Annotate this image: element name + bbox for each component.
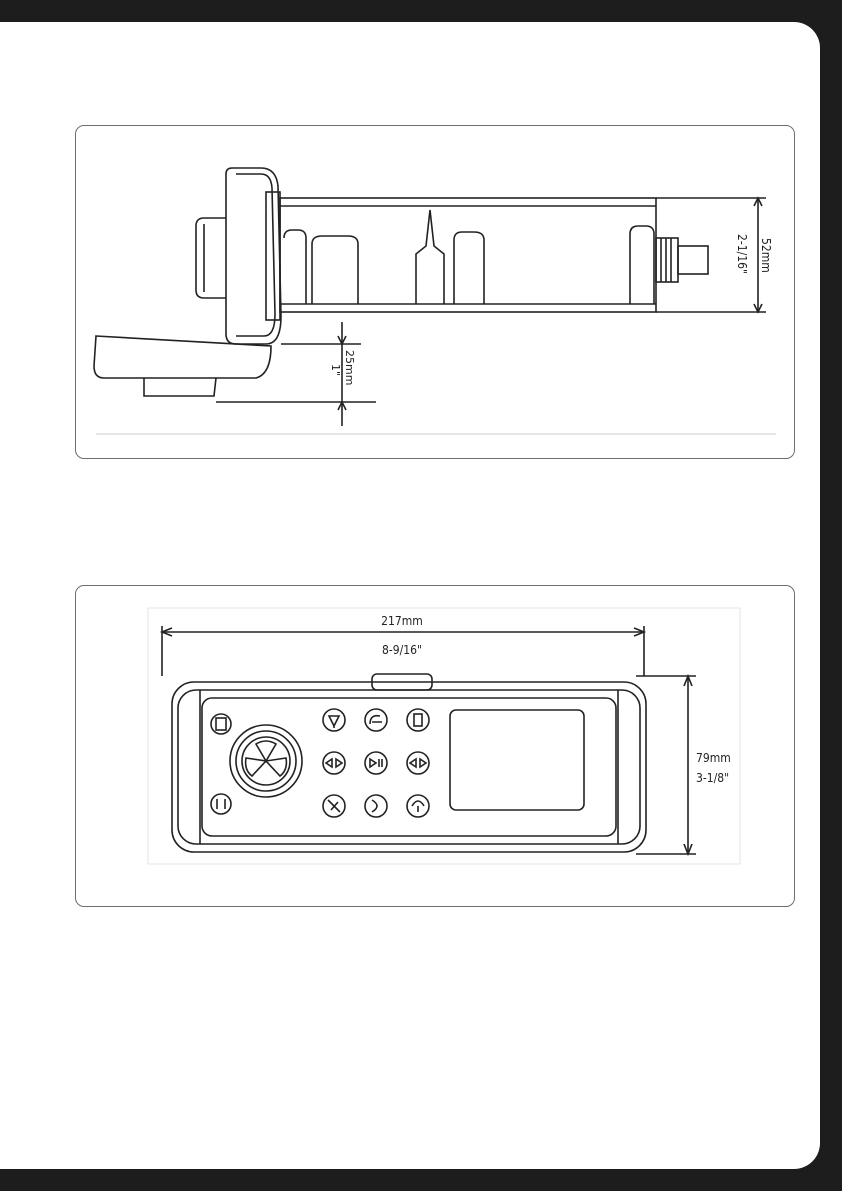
side-depth-imperial: 1"	[329, 364, 342, 376]
front-width-metric: 217mm	[381, 614, 423, 628]
front-height-metric: 79mm	[696, 751, 731, 765]
front-width-imperial: 8-9/16"	[382, 643, 422, 657]
side-depth-metric: 25mm	[343, 350, 356, 385]
front-height-imperial: 3-1/8"	[696, 771, 729, 785]
side-height-metric: 52mm	[759, 238, 773, 273]
side-view-drawing: 52mm 2-1/16" 25mm 1"	[76, 126, 794, 458]
front-view-panel: 217mm 8-9/16" 79mm 3-1/8"	[75, 585, 795, 907]
side-view-panel: 52mm 2-1/16" 25mm 1"	[75, 125, 795, 459]
side-height-imperial: 2-1/16"	[735, 234, 749, 274]
front-view-drawing: 217mm 8-9/16" 79mm 3-1/8"	[76, 586, 794, 906]
